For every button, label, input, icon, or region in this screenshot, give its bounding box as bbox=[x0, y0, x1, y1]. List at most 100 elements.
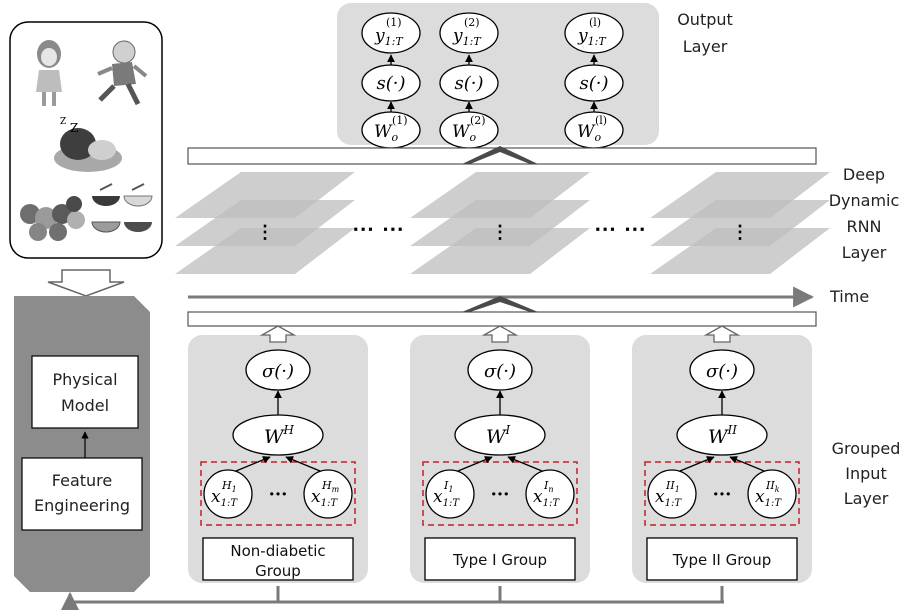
svg-text:Z: Z bbox=[70, 121, 78, 135]
sleeping-person-icon: Z Z bbox=[54, 117, 122, 172]
input-group-background bbox=[188, 335, 368, 583]
feature-engineering-box bbox=[21, 457, 143, 531]
input-feature-node bbox=[303, 469, 353, 519]
feature-engineering-label-1: Feature bbox=[52, 471, 112, 490]
group-w-label: WII bbox=[708, 423, 737, 448]
input-feature-label: x1:T bbox=[211, 487, 238, 509]
features-ellipsis: ··· bbox=[269, 484, 288, 505]
rnn-plane-stack bbox=[650, 172, 830, 274]
input-group-background bbox=[410, 335, 590, 583]
vertical-ellipsis: ⋮ bbox=[491, 222, 509, 243]
input-feature-superscript: Hm bbox=[321, 479, 340, 494]
rnn-plane bbox=[650, 228, 830, 274]
group-caption-box bbox=[424, 537, 576, 581]
bottom-connector bbox=[70, 586, 724, 604]
output-node-column: y1:T(1)s(·)Wo(1) bbox=[361, 12, 421, 149]
rnn-plane-stack bbox=[175, 172, 355, 274]
output-w-label: Wo bbox=[374, 122, 398, 144]
features-ellipsis: ··· bbox=[491, 484, 510, 505]
physical-model-label-1: Physical bbox=[52, 370, 117, 389]
output-node-column: y1:T(l)s(·)Wo(l) bbox=[564, 12, 624, 149]
input-feature-label: x1:T bbox=[655, 487, 682, 509]
group-caption-box bbox=[646, 537, 798, 581]
input-feature-superscript: In bbox=[543, 479, 554, 494]
output-s-node bbox=[439, 64, 499, 102]
feature-group-dashed-box bbox=[422, 461, 578, 526]
meal-bowls-icon bbox=[91, 183, 153, 233]
output-y-superscript: (1) bbox=[386, 16, 402, 29]
rnn-plane bbox=[175, 228, 355, 274]
rnn-bottom-band bbox=[187, 311, 817, 327]
group-caption-box bbox=[202, 537, 354, 581]
input-feature-superscript: H1 bbox=[221, 479, 237, 494]
sigma-label: σ(·) bbox=[262, 361, 294, 382]
group-w-label: WI bbox=[486, 423, 511, 448]
group-arrow bbox=[507, 456, 543, 472]
output-w-label: Wo bbox=[452, 122, 476, 144]
input-feature-node bbox=[425, 469, 475, 519]
sigma-label: σ(·) bbox=[706, 361, 738, 382]
output-nodes: y1:T(1)s(·)Wo(1)y1:T(2)s(·)Wo(2)y1:T(l)s… bbox=[361, 12, 624, 149]
time-label: Time bbox=[829, 287, 869, 306]
girl-figure-icon bbox=[36, 40, 62, 106]
sigma-node bbox=[467, 349, 533, 391]
output-w-superscript: (2) bbox=[470, 114, 486, 127]
input-feature-label: x1:T bbox=[533, 487, 560, 509]
feature-group-dashed-box bbox=[200, 461, 356, 526]
input-feature-superscript: IIk bbox=[765, 479, 780, 494]
output-layer-label-1: Output bbox=[677, 10, 733, 29]
output-y-superscript: (l) bbox=[589, 16, 601, 29]
food-vegetables-icon bbox=[20, 196, 85, 241]
grouped-input-label-2: Input bbox=[845, 464, 886, 483]
horizontal-ellipsis: ⋯ ⋯ bbox=[352, 216, 404, 242]
output-y-label: y1:T bbox=[374, 26, 404, 48]
lifestyle-image-panel: Z Z bbox=[9, 21, 163, 259]
features-ellipsis: ··· bbox=[713, 484, 732, 505]
output-y-node bbox=[439, 12, 499, 54]
down-hollow-arrow-icon bbox=[47, 269, 125, 297]
group-caption: Group bbox=[255, 562, 301, 580]
input-feature-superscript: II1 bbox=[665, 479, 680, 494]
rnn-layer-label-2: Dynamic bbox=[829, 191, 900, 210]
rnn-plane-stack bbox=[410, 172, 590, 274]
rnn-planes: ⋮⋯ ⋯⋮⋯ ⋯⋮ bbox=[175, 172, 830, 274]
input-feature-label: x1:T bbox=[311, 487, 338, 509]
output-s-node bbox=[564, 64, 624, 102]
input-feature-node bbox=[525, 469, 575, 519]
output-y-label: y1:T bbox=[577, 26, 607, 48]
group-w-node bbox=[232, 414, 324, 456]
output-w-superscript: (1) bbox=[392, 114, 408, 127]
input-feature-node bbox=[647, 469, 697, 519]
group-caption: Type I Group bbox=[452, 551, 547, 569]
vertical-ellipsis: ⋮ bbox=[731, 222, 749, 243]
group-arrow bbox=[285, 456, 321, 472]
chevron-up-bottom-icon bbox=[462, 296, 538, 312]
group-arrow bbox=[729, 456, 765, 472]
output-w-superscript: (l) bbox=[595, 114, 607, 127]
input-feature-label: x1:T bbox=[433, 487, 460, 509]
group-arrow bbox=[679, 456, 715, 472]
output-s-label: s(·) bbox=[454, 73, 483, 94]
preprocessing-panel: Physical Model Feature Engineering bbox=[14, 296, 150, 592]
rnn-layer-label-3: RNN bbox=[846, 217, 881, 236]
group-w-node bbox=[676, 414, 768, 456]
grouped-input-label-3: Layer bbox=[844, 489, 889, 508]
physical-model-box bbox=[31, 355, 139, 429]
hollow-up-arrow-icon bbox=[259, 325, 297, 343]
output-layer-label-2: Layer bbox=[683, 37, 728, 56]
feature-group-dashed-box bbox=[644, 461, 800, 526]
sigma-node bbox=[245, 349, 311, 391]
physical-model-label-2: Model bbox=[61, 396, 109, 415]
rnn-layer-label-4: Layer bbox=[842, 243, 887, 262]
output-s-label: s(·) bbox=[579, 73, 608, 94]
group-arrow bbox=[235, 456, 271, 472]
group-w-label: WH bbox=[264, 423, 295, 448]
grouped-input-label-1: Grouped bbox=[832, 439, 901, 458]
sigma-node bbox=[689, 349, 755, 391]
input-group-background bbox=[632, 335, 812, 583]
svg-text:Z: Z bbox=[60, 117, 66, 127]
horizontal-ellipsis: ⋯ ⋯ bbox=[594, 216, 646, 242]
